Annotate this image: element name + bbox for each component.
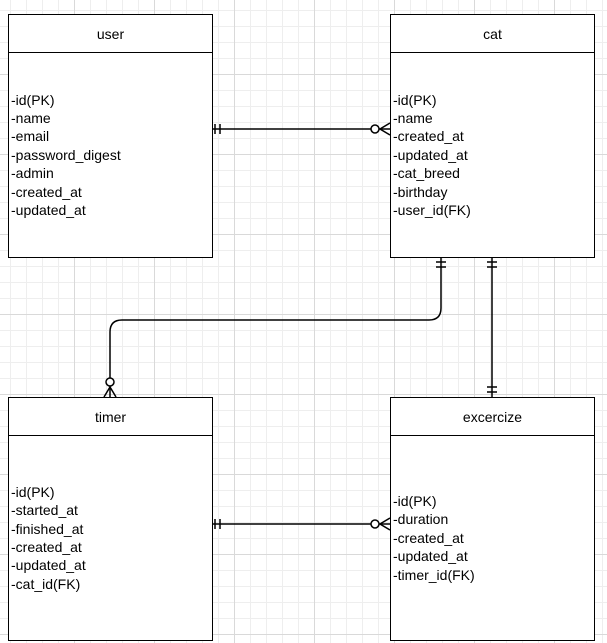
attribute: -email xyxy=(11,128,50,145)
entity-cat[interactable]: cat -id(PK) -name -created_at -updated_a… xyxy=(390,14,595,258)
attribute: -id(PK) xyxy=(393,492,437,509)
entity-title: timer xyxy=(9,398,212,436)
relationship-timer-excercize xyxy=(213,517,391,531)
attribute: -password_digest xyxy=(11,146,121,163)
attribute: -duration xyxy=(393,511,449,528)
attribute: -id(PK) xyxy=(393,91,437,108)
attribute: -id(PK) xyxy=(11,483,55,500)
entity-title: user xyxy=(9,15,212,53)
attribute: -cat_id(FK) xyxy=(11,575,81,592)
relationship-cat-timer xyxy=(103,258,446,398)
entity-timer[interactable]: timer -id(PK) -started_at -finished_at -… xyxy=(8,397,213,641)
attribute: -created_at xyxy=(11,539,82,555)
entity-excercize[interactable]: excercize -id(PK) -duration -created_at … xyxy=(390,397,595,641)
relationship-user-cat xyxy=(213,122,391,136)
attribute: -finished_at xyxy=(11,520,84,537)
attribute: -created_at xyxy=(11,183,82,200)
entity-attributes: -id(PK) -name -email -password_digest -a… xyxy=(9,53,212,257)
relationship-cat-excercize xyxy=(487,258,497,397)
attribute: -started_at xyxy=(11,502,78,519)
entity-attributes: -id(PK) -started_at -finished_at -create… xyxy=(9,436,212,640)
attribute: -created_at xyxy=(393,128,464,145)
attribute: -birthday xyxy=(393,183,448,200)
attribute: -created_at xyxy=(393,529,464,546)
attribute: -updated_at xyxy=(393,548,468,565)
attribute: -updated_at xyxy=(393,146,468,163)
attribute: -name xyxy=(11,109,51,126)
entity-attributes: -id(PK) -name -created_at -updated_at -c… xyxy=(391,53,594,257)
entity-title: excercize xyxy=(391,398,594,436)
entity-title: cat xyxy=(391,15,594,53)
attribute: -name xyxy=(393,109,433,126)
attribute: -cat_breed xyxy=(393,165,460,182)
attribute: -user_id(FK) xyxy=(393,202,471,219)
entity-user[interactable]: user -id(PK) -name -email -password_dige… xyxy=(8,14,213,258)
attribute: -updated_at xyxy=(11,202,86,219)
attribute: -admin xyxy=(11,165,54,182)
attribute: -timer_id(FK) xyxy=(393,566,475,583)
attribute: -updated_at xyxy=(11,557,86,574)
entity-attributes: -id(PK) -duration -created_at -updated_a… xyxy=(391,436,594,640)
attribute: -id(PK) xyxy=(11,91,55,108)
